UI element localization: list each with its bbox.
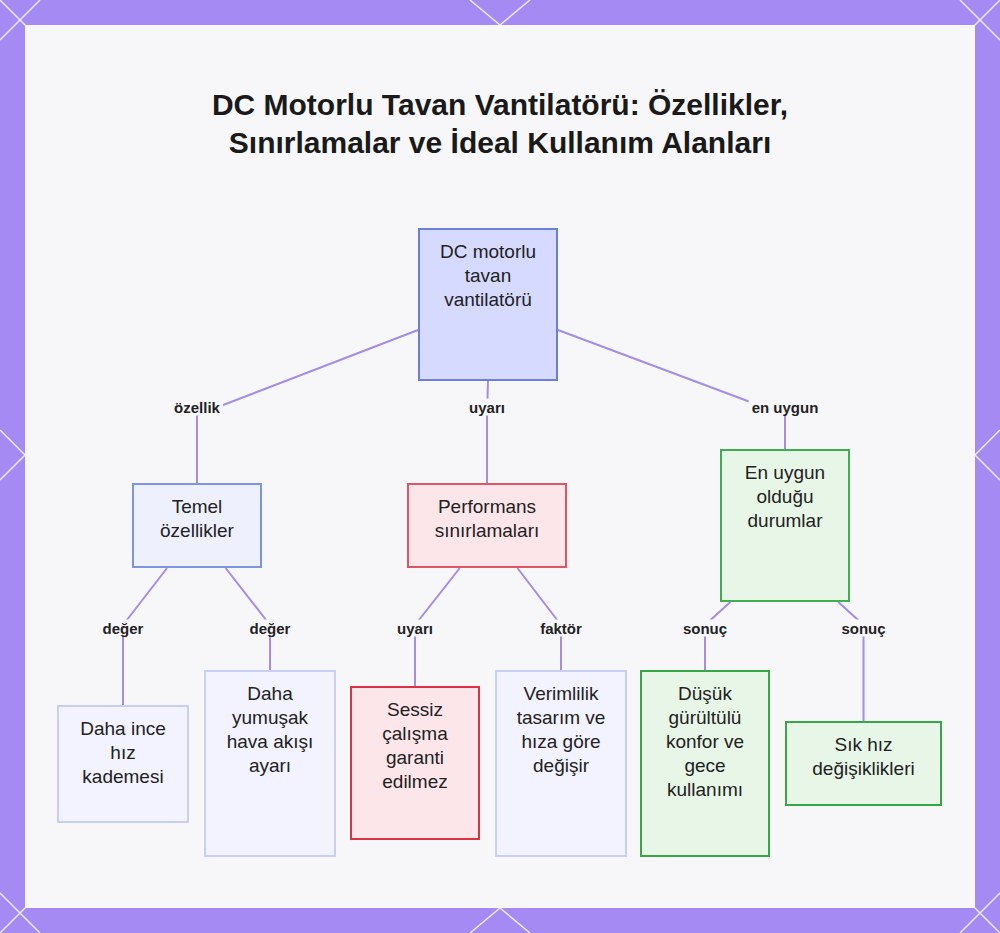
diagram-title: DC Motorlu Tavan Vantilatörü: Özellikler… — [190, 86, 810, 162]
category-box: En uygun olduğu durumlar — [720, 449, 850, 602]
connector-line — [123, 568, 167, 705]
root-box: DC motorlu tavan vantilatörü — [418, 228, 558, 381]
node-label: Düşük gürültülü konfor ve gece kullanımı — [660, 682, 750, 802]
connector-line — [197, 330, 418, 483]
edge-label: sonuç — [680, 620, 730, 637]
edge-label: uyarı — [394, 620, 436, 637]
node-label: Daha yumuşak hava akışı ayarı — [224, 682, 316, 778]
result-box: Sık hız değişiklikleri — [785, 721, 942, 806]
node-label: Verimlilik tasarım ve hıza göre değişir — [515, 682, 607, 778]
factor-box: Verimlilik tasarım ve hıza göre değişir — [495, 670, 627, 857]
value-box: Daha ince hız kademesi — [57, 705, 189, 823]
result-box: Düşük gürültülü konfor ve gece kullanımı — [640, 670, 770, 857]
node-label: DC motorlu tavan vantilatörü — [438, 240, 538, 312]
node-label: Temel özellikler — [152, 495, 242, 543]
warning-box: Sessiz çalışma garanti edilmez — [350, 686, 480, 840]
node-label: Performans sınırlamaları — [427, 495, 547, 543]
node-label: Sık hız değişiklikleri — [805, 733, 922, 781]
edge-label: özellik — [171, 399, 223, 416]
edge-label: en uygun — [749, 399, 822, 416]
white-panel — [25, 25, 975, 908]
connector-line — [558, 330, 785, 449]
edge-label: değer — [100, 620, 147, 637]
edge-label: uyarı — [466, 399, 508, 416]
node-label: En uygun olduğu durumlar — [740, 461, 830, 533]
value-box: Daha yumuşak hava akışı ayarı — [204, 670, 336, 857]
category-box: Temel özellikler — [132, 483, 262, 568]
node-label: Sessiz çalışma garanti edilmez — [370, 698, 460, 794]
connector-line — [487, 381, 488, 483]
edge-label: faktör — [537, 620, 585, 637]
edge-label: sonuç — [838, 620, 888, 637]
node-label: Daha ince hız kademesi — [77, 717, 169, 789]
warning-box: Performans sınırlamaları — [407, 483, 567, 568]
edge-label: değer — [247, 620, 294, 637]
